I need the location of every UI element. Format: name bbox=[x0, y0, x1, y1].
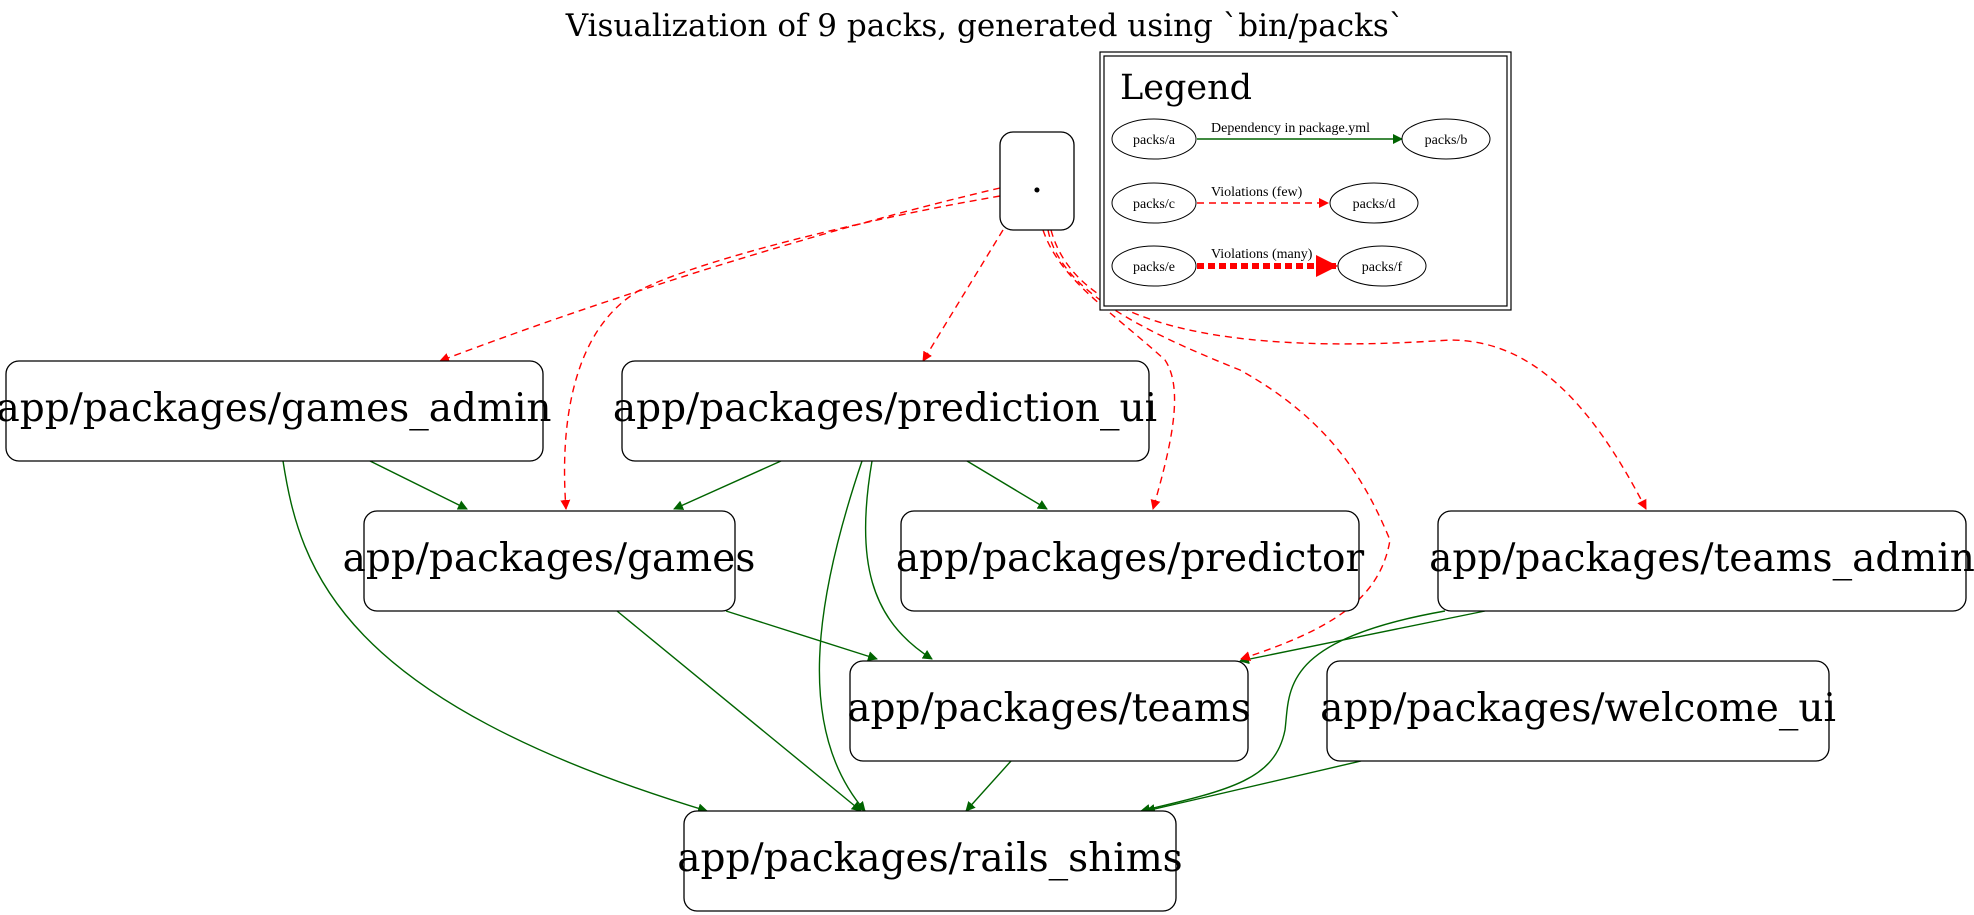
legend-node-packs-c bbox=[1111, 182, 1197, 224]
edge-prediction_ui-to-rails_shims bbox=[818, 460, 866, 812]
edge-games-to-rails_shims bbox=[616, 610, 862, 812]
dependency-edges bbox=[282, 460, 1486, 814]
legend-node-packs-e-label: packs/e bbox=[1133, 260, 1175, 275]
edge-root-to-games_admin bbox=[439, 187, 1001, 363]
edge-teams_admin-to-teams bbox=[1239, 610, 1486, 665]
node-teams-label: app/packages/teams bbox=[847, 686, 1250, 731]
node-games-admin-label: app/packages/games_admin bbox=[0, 386, 552, 431]
legend-node-packs-e bbox=[1111, 245, 1197, 287]
legend-row-violations-few: packs/c Violations (few) packs/d bbox=[1111, 182, 1419, 224]
legend-node-packs-c-label: packs/c bbox=[1133, 197, 1175, 212]
legend-node-packs-d bbox=[1329, 182, 1419, 224]
edge-root-to-predictor bbox=[1042, 229, 1176, 510]
node-root: . bbox=[999, 131, 1075, 231]
edge-games_admin-to-rails_shims bbox=[282, 460, 708, 814]
edge-games-to-teams bbox=[725, 610, 878, 662]
legend-node-packs-f bbox=[1337, 245, 1427, 287]
edge-games_admin-to-games bbox=[369, 460, 468, 510]
legend-row-dependency: packs/a Dependency in package.yml packs/… bbox=[1111, 118, 1491, 160]
legend-node-packs-f-label: packs/f bbox=[1362, 260, 1403, 275]
node-games-admin-box bbox=[5, 360, 544, 462]
legend-node-packs-b bbox=[1401, 118, 1491, 160]
node-predictor: app/packages/predictor bbox=[896, 510, 1365, 612]
legend-node-packs-b-label: packs/b bbox=[1425, 133, 1468, 148]
diagram-title: Visualization of 9 packs, generated usin… bbox=[565, 8, 1405, 44]
node-rails-shims: app/packages/rails_shims bbox=[677, 810, 1183, 912]
node-welcome-ui-label: app/packages/welcome_ui bbox=[1320, 686, 1836, 731]
legend-node-packs-d-label: packs/d bbox=[1353, 197, 1396, 212]
node-teams-admin: app/packages/teams_admin bbox=[1429, 510, 1974, 612]
edge-teams-to-rails_shims bbox=[965, 760, 1012, 812]
edge-root-to-prediction_ui bbox=[922, 229, 1004, 362]
legend-node-packs-a-label: packs/a bbox=[1133, 133, 1176, 148]
node-teams-admin-box bbox=[1437, 510, 1967, 612]
edge-welcome_ui-to-rails_shims bbox=[1145, 760, 1362, 814]
legend-edge-violations-few-label: Violations (few) bbox=[1211, 185, 1303, 200]
node-welcome-ui-box bbox=[1326, 660, 1830, 762]
node-welcome-ui: app/packages/welcome_ui bbox=[1320, 660, 1836, 762]
node-root-label: . bbox=[1031, 157, 1043, 202]
legend-row-violations-many: packs/e Violations (many) packs/f bbox=[1111, 245, 1427, 287]
node-games-label: app/packages/games bbox=[343, 536, 756, 581]
edge-root-to-teams_admin bbox=[1050, 229, 1647, 510]
legend-edge-violations-many-label: Violations (many) bbox=[1211, 247, 1313, 262]
node-games-box bbox=[363, 510, 736, 612]
legend: Legend packs/a Dependency in package.yml… bbox=[1099, 51, 1512, 311]
node-games: app/packages/games bbox=[343, 510, 756, 612]
legend-node-packs-a bbox=[1111, 118, 1197, 160]
edge-prediction_ui-to-predictor bbox=[966, 460, 1048, 510]
node-rails-shims-label: app/packages/rails_shims bbox=[677, 836, 1182, 881]
node-prediction-ui-label: app/packages/prediction_ui bbox=[613, 386, 1157, 431]
edge-root-to-games bbox=[560, 195, 1001, 510]
node-root-box bbox=[999, 131, 1075, 231]
node-teams-admin-label: app/packages/teams_admin bbox=[1429, 536, 1974, 581]
node-rails-shims-box bbox=[683, 810, 1177, 912]
node-prediction-ui: app/packages/prediction_ui bbox=[613, 360, 1157, 462]
legend-edge-dependency-label: Dependency in package.yml bbox=[1211, 121, 1370, 136]
node-games-admin: app/packages/games_admin bbox=[0, 360, 552, 462]
node-prediction-ui-box bbox=[621, 360, 1150, 462]
node-predictor-box bbox=[900, 510, 1360, 612]
node-teams: app/packages/teams bbox=[847, 660, 1251, 762]
edge-teams_admin-to-rails_shims bbox=[1140, 610, 1446, 814]
legend-title: Legend bbox=[1120, 68, 1252, 108]
node-predictor-label: app/packages/predictor bbox=[896, 536, 1365, 581]
edge-prediction_ui-to-teams bbox=[864, 460, 933, 660]
node-teams-box bbox=[849, 660, 1249, 762]
edge-prediction_ui-to-games bbox=[673, 460, 782, 510]
